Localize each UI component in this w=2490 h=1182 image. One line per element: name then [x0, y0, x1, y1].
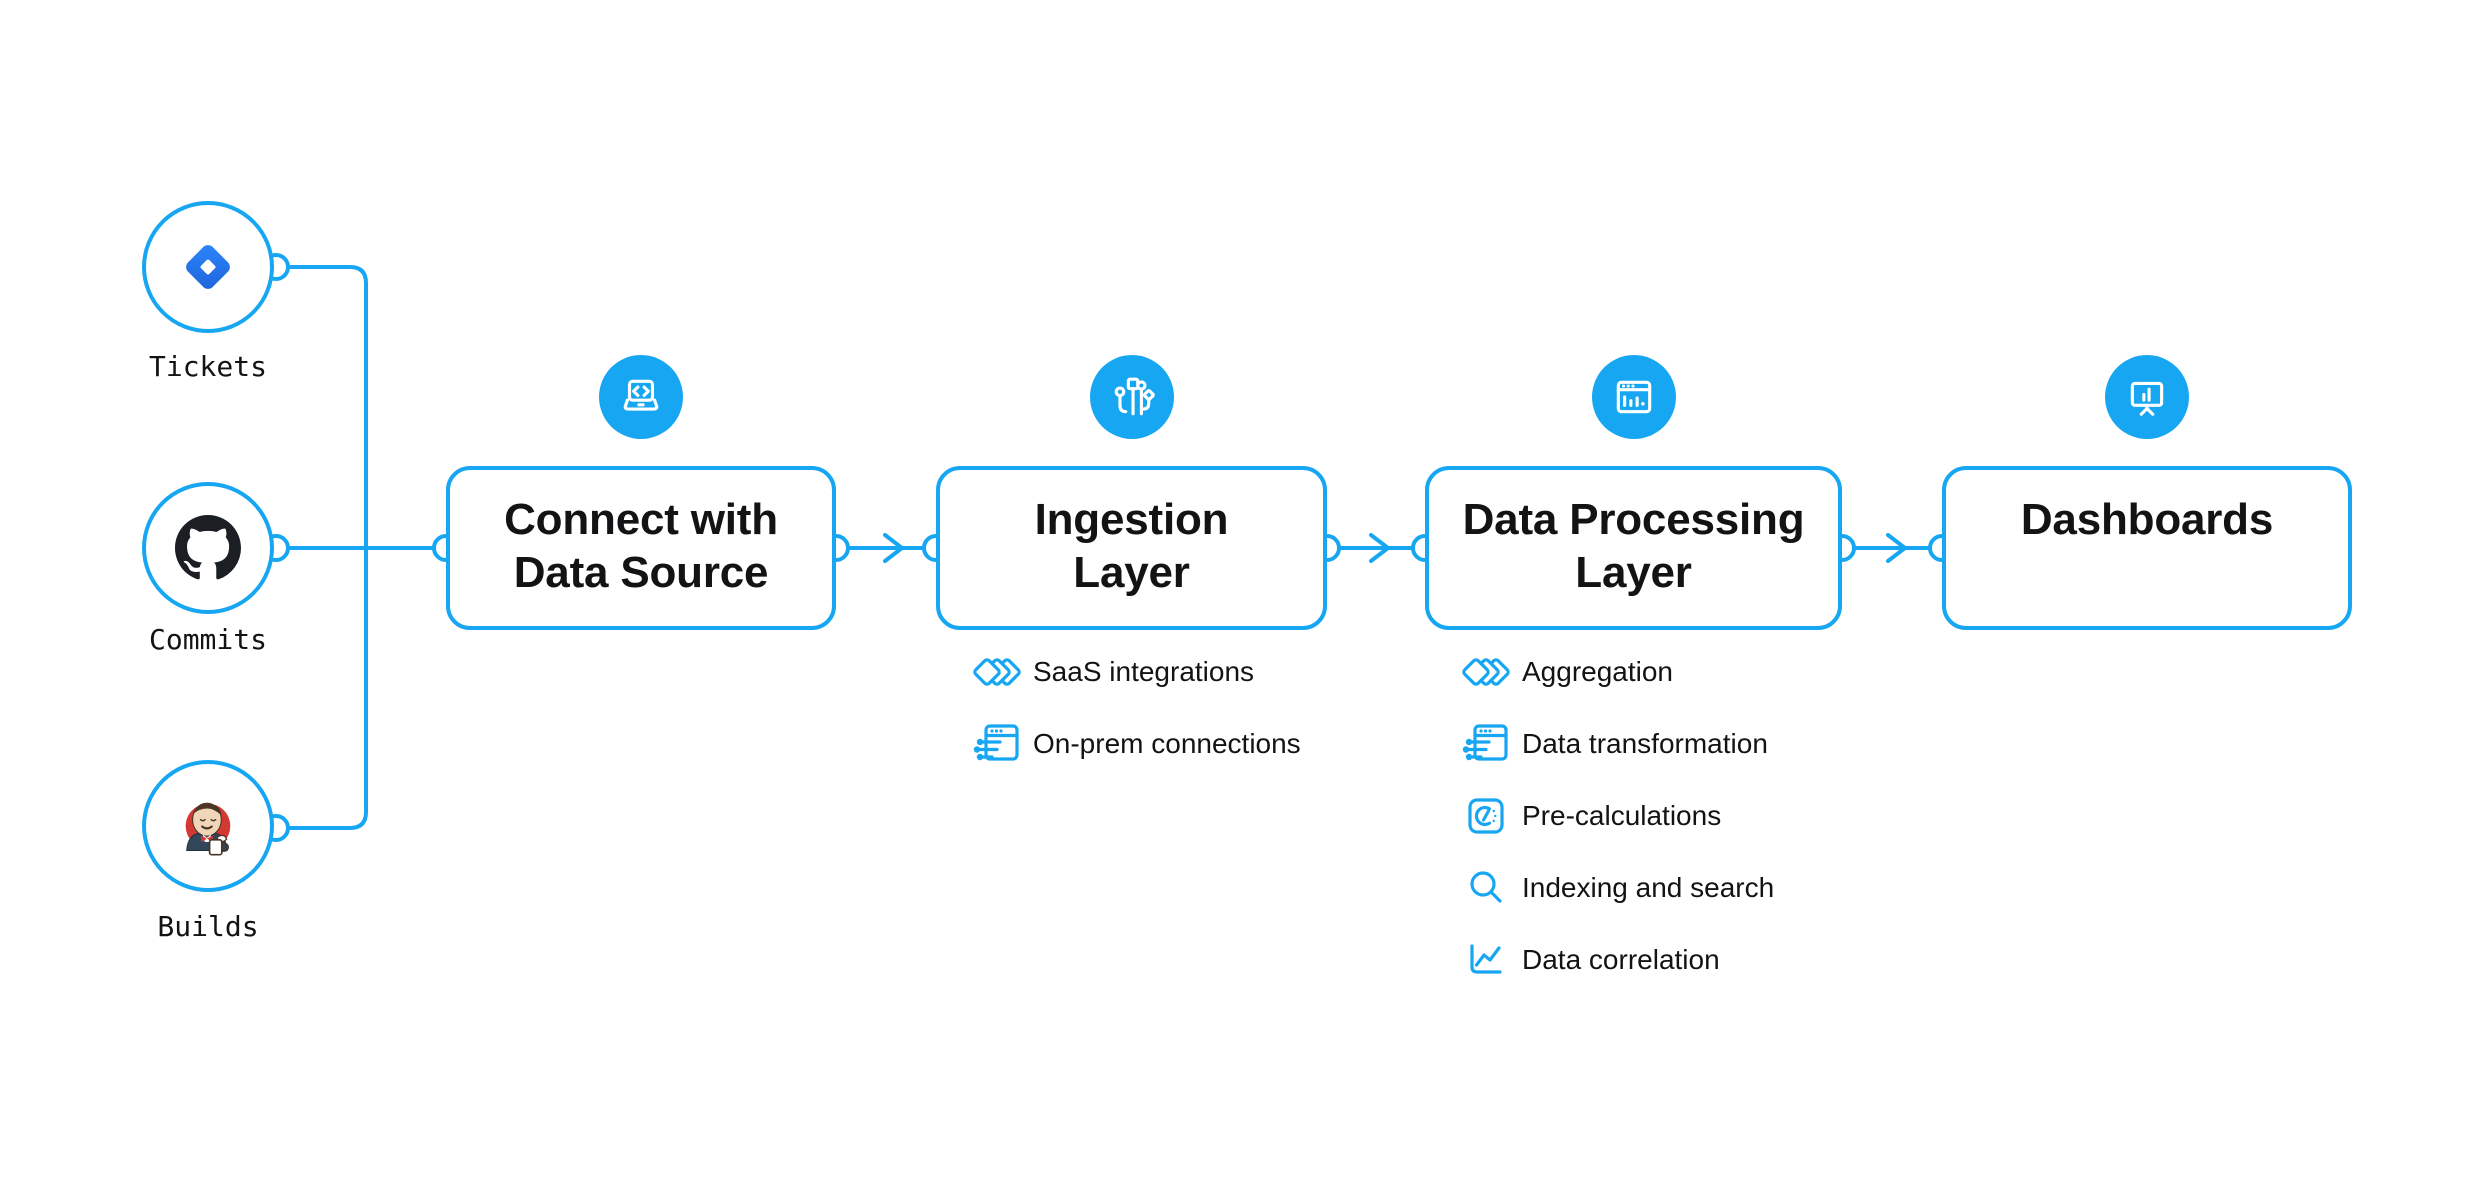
stage-badge-dashboards	[2105, 355, 2189, 439]
list-item: Aggregation	[1462, 650, 1774, 694]
stage-box-ingestion-layer: Ingestion Layer	[936, 466, 1327, 630]
stage-title: Connect with Data Source	[504, 495, 778, 597]
source-node-commits	[142, 482, 274, 614]
ingestion-feature-list: SaaS integrations On-prem connections	[973, 650, 1301, 766]
feature-label: Aggregation	[1522, 656, 1674, 687]
stage-badge-process	[1592, 355, 1676, 439]
jenkins-icon	[185, 802, 231, 856]
list-item: Data correlation	[1462, 938, 1774, 982]
feature-label: Indexing and search	[1522, 872, 1775, 903]
source-node-tickets	[142, 201, 274, 333]
stage-box-dashboards: Dashboards	[1942, 466, 2352, 630]
presentation-chart-icon	[2130, 381, 2164, 416]
list-item: Indexing and search	[1462, 866, 1774, 910]
stage-title: Dashboards	[2020, 495, 2274, 544]
stage-box-data-processing-layer: Data Processing Layer	[1425, 466, 1842, 630]
jira-icon	[186, 245, 230, 289]
processing-feature-list: Aggregation Data transformation	[1462, 650, 1774, 982]
list-item: SaaS integrations	[973, 650, 1301, 694]
feature-label: On-prem connections	[1033, 728, 1301, 759]
list-item: On-prem connections	[973, 722, 1301, 766]
source-label-builds: Builds	[157, 910, 259, 943]
source-label-commits: Commits	[148, 623, 267, 656]
list-item: Pre-calculations	[1462, 794, 1774, 838]
arrowhead-icon	[883, 533, 904, 563]
stage-badge-ingest	[1090, 355, 1174, 439]
chart-line-icon	[1462, 938, 1510, 982]
github-icon	[175, 515, 241, 580]
stage-title: Data Processing Layer	[1462, 495, 1805, 597]
window-sliders-icon	[973, 722, 1021, 766]
diamonds-icon	[973, 650, 1021, 694]
arrowhead-icon	[1369, 533, 1390, 563]
feature-label: SaaS integrations	[1033, 656, 1255, 687]
stage-badge-connect	[599, 355, 683, 439]
circuit-branches-icon	[1114, 377, 1155, 416]
gauge-icon	[1462, 794, 1510, 838]
stage-title: Ingestion Layer	[1034, 495, 1229, 597]
search-icon	[1462, 866, 1510, 910]
list-item: Data transformation	[1462, 722, 1774, 766]
arrowhead-icon	[1886, 533, 1907, 563]
diamonds-icon	[1462, 650, 1510, 694]
window-chart-icon	[1616, 380, 1652, 414]
feature-label: Data correlation	[1522, 944, 1720, 975]
feature-label: Pre-calculations	[1522, 800, 1722, 831]
feature-label: Data transformation	[1522, 728, 1768, 759]
stage-box-connect-with-data-source: Connect with Data Source	[446, 466, 836, 630]
laptop-code-icon	[623, 379, 659, 411]
source-node-builds	[142, 760, 274, 892]
window-sliders-icon	[1462, 722, 1510, 766]
source-label-tickets: Tickets	[148, 350, 267, 383]
